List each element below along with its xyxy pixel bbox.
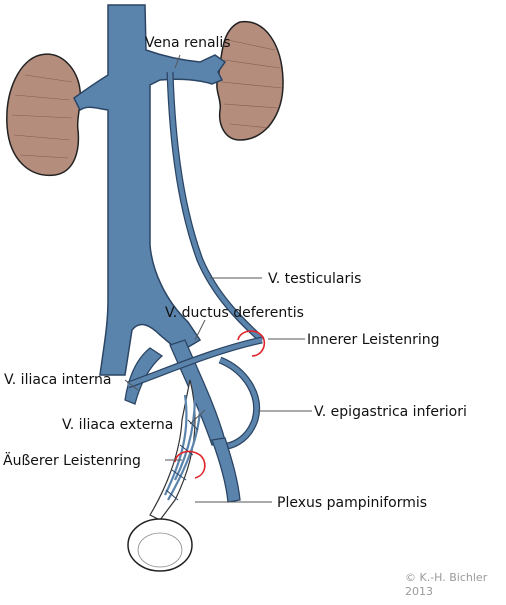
outer-inguinal-ring	[174, 450, 206, 479]
testicular-vein	[166, 71, 265, 343]
label-v-epigastrica-inferiori: V. epigastrica inferiori	[314, 404, 467, 420]
label-v-iliaca-externa: V. iliaca externa	[62, 417, 173, 433]
label-v-iliaca-interna: V. iliaca interna	[4, 372, 111, 388]
label-aeusserer-leistenring: Äußerer Leistenring	[3, 451, 141, 469]
copyright-line-1: © K.-H. Bichler	[405, 571, 488, 584]
left-kidney	[6, 53, 82, 177]
plexus-pampiniformis	[149, 379, 202, 521]
label-v-testicularis: V. testicularis	[268, 271, 361, 287]
vena-cava	[73, 4, 227, 376]
label-innerer-leistenring: Innerer Leistenring	[307, 332, 440, 348]
label-plexus-pampiniformis: Plexus pampiniformis	[277, 495, 427, 511]
leader-lines	[124, 54, 312, 503]
testis	[127, 518, 193, 572]
copyright-line-2: 2013	[405, 585, 433, 598]
label-v-ductus-deferentis: V. ductus deferentis	[165, 305, 304, 321]
label-vena-renalis: Vena renalis	[145, 35, 231, 51]
inner-inguinal-ring	[237, 330, 266, 357]
iliac-veins	[124, 336, 263, 503]
